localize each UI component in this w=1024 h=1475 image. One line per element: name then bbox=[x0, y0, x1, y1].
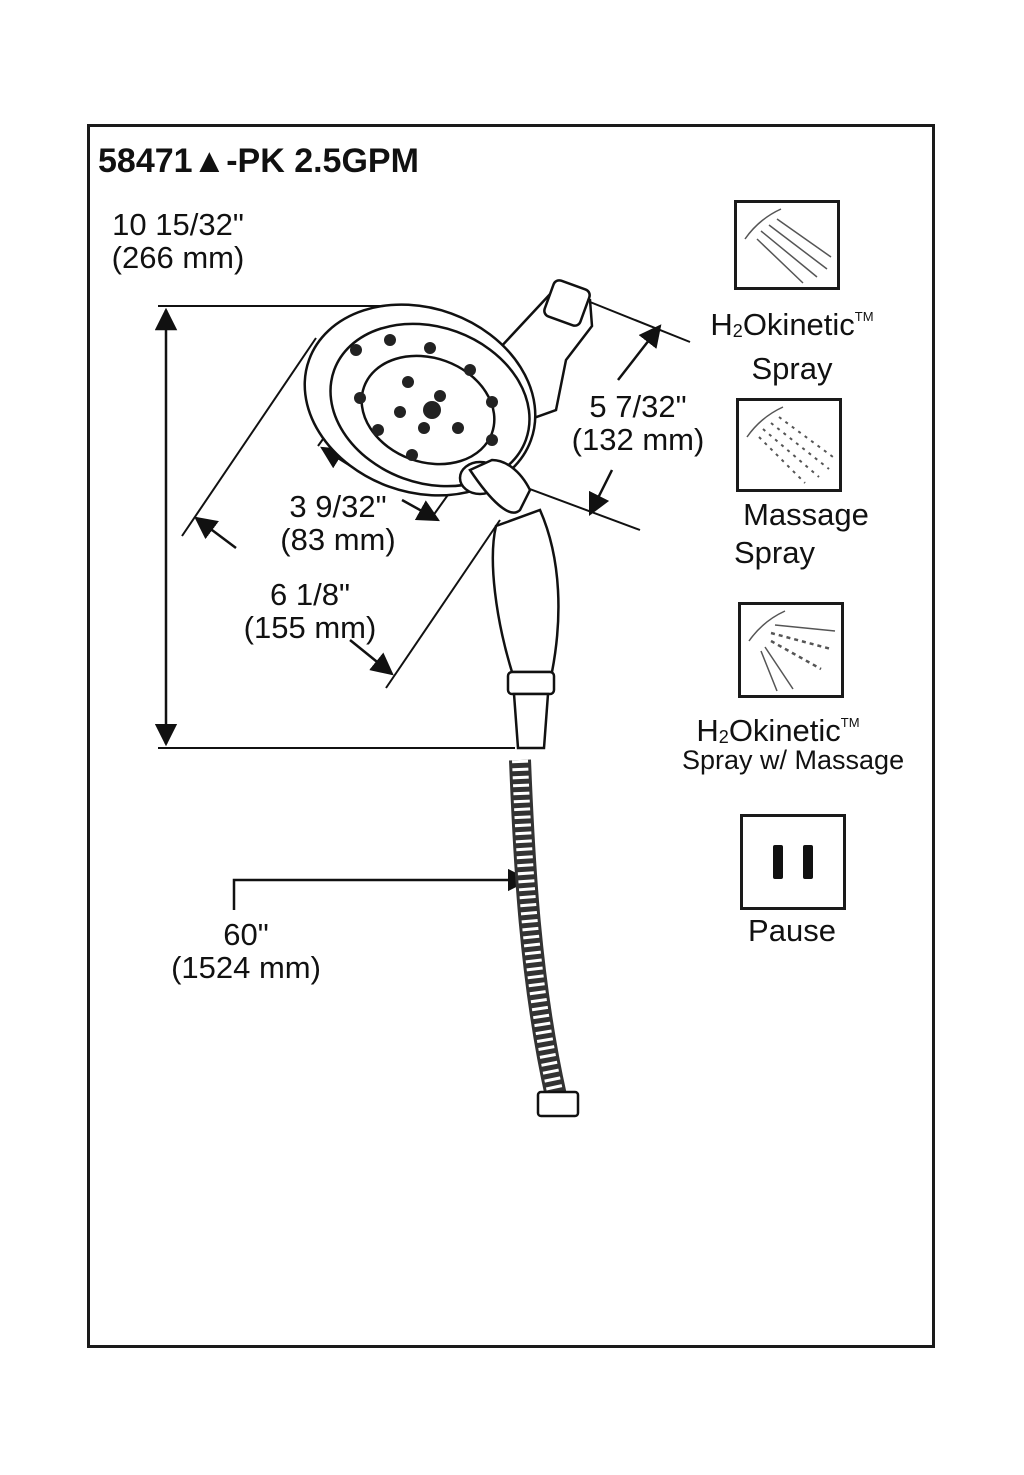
face-outer-label: 6 1/8" (155 mm) bbox=[160, 578, 460, 644]
h2okinetic-spray-icon bbox=[734, 200, 840, 290]
hose-length-label: 60" (1524 mm) bbox=[96, 918, 396, 984]
face-outer-ext-2 bbox=[385, 519, 501, 689]
face-outer-imperial: 6 1/8" bbox=[270, 577, 350, 612]
face-outer-arrow-a bbox=[194, 516, 237, 549]
hose-length-metric: (1524 mm) bbox=[171, 950, 321, 985]
diagram-frame bbox=[87, 124, 935, 1348]
arm-dimension-line-upper bbox=[617, 324, 662, 381]
face-inner-imperial: 3 9/32" bbox=[289, 489, 387, 524]
h2okinetic-massage-sublabel: Spray w/ Massage bbox=[682, 745, 905, 775]
hose-leader-line bbox=[232, 868, 531, 910]
hose-length-imperial: 60" bbox=[223, 917, 269, 952]
h2okinetic-spray-label: H2OkineticTM Spray bbox=[710, 307, 874, 386]
arm-length-imperial: 5 7/32" bbox=[589, 389, 687, 424]
model-title: 58471▲-PK 2.5GPM bbox=[98, 142, 419, 180]
face-outer-ext-1 bbox=[181, 337, 317, 537]
h2okinetic-massage-label: H2OkineticTM bbox=[696, 713, 860, 748]
overall-height-imperial: 10 15/32" bbox=[112, 207, 244, 242]
h2okinetic-massage-icon bbox=[738, 602, 844, 698]
arm-length-label: 5 7/32" (132 mm) bbox=[488, 390, 788, 456]
face-inner-metric: (83 mm) bbox=[280, 522, 396, 557]
overall-height-label: 10 15/32" (266 mm) bbox=[28, 208, 328, 274]
pause-label: Pause bbox=[748, 913, 836, 948]
face-inner-arrow-b bbox=[401, 498, 440, 522]
massage-spray-label: Massage Spray bbox=[734, 497, 869, 570]
massage-spray-icon bbox=[736, 398, 842, 492]
pause-icon bbox=[740, 814, 846, 910]
arm-dimension-line-lower bbox=[588, 469, 614, 517]
overall-height-metric: (266 mm) bbox=[111, 240, 245, 275]
arm-extension-top bbox=[589, 301, 691, 343]
face-inner-label: 3 9/32" (83 mm) bbox=[188, 490, 488, 556]
arm-length-metric: (132 mm) bbox=[571, 422, 705, 457]
face-outer-arrow-b bbox=[349, 639, 394, 676]
face-outer-metric: (155 mm) bbox=[243, 610, 377, 645]
